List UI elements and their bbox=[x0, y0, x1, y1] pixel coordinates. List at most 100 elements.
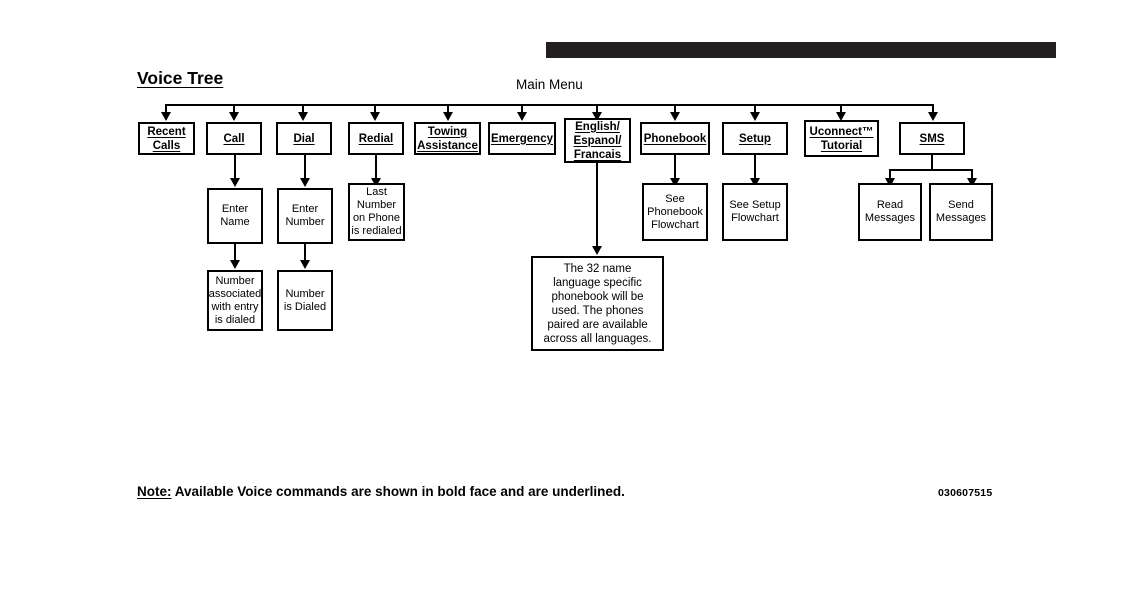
connector-sms-to-send-messages bbox=[971, 169, 973, 180]
node-dial[interactable]: Dial bbox=[276, 122, 332, 155]
page-title: Voice Tree bbox=[137, 68, 224, 88]
arrowhead-number-is-dialed bbox=[300, 260, 310, 269]
node-enter-name[interactable]: Enter Name bbox=[207, 188, 263, 244]
connector-setup-to-flowchart bbox=[754, 155, 756, 180]
node-enter-number[interactable]: Enter Number bbox=[277, 188, 333, 244]
node-setup-label: Setup bbox=[739, 132, 771, 145]
node-language-line-3: Francais bbox=[573, 148, 622, 161]
node-recent-calls-line-2: Calls bbox=[152, 139, 181, 152]
arrowhead-recent-calls bbox=[161, 112, 171, 121]
node-enter-name-line-2: Name bbox=[220, 216, 250, 228]
connector-to-recent-calls bbox=[165, 104, 167, 114]
footer-note: Note: Available Voice commands are shown… bbox=[137, 484, 625, 499]
node-language-line-2: Espanol/ bbox=[573, 134, 622, 147]
node-send-messages-line-2: Messages bbox=[935, 212, 987, 224]
connector-sms-to-read-messages bbox=[889, 169, 891, 180]
connector-sms-bus bbox=[889, 169, 973, 171]
node-see-phonebook-flowchart-line-2: Phonebook bbox=[647, 205, 703, 218]
connector-language-to-note bbox=[596, 163, 598, 248]
arrowhead-call bbox=[229, 112, 239, 121]
node-phonebook[interactable]: Phonebook bbox=[640, 122, 710, 155]
connector-to-emergency bbox=[521, 104, 523, 114]
node-redial[interactable]: Redial bbox=[348, 122, 404, 155]
node-call-label: Call bbox=[223, 132, 245, 145]
node-enter-number-line-1: Enter bbox=[291, 203, 319, 215]
node-last-number-redialed-line-1: Last bbox=[366, 186, 387, 198]
connector-to-phonebook bbox=[674, 104, 676, 114]
connector-sms-stem bbox=[931, 155, 933, 170]
node-language-note-text: The 32 name language specific phonebook … bbox=[543, 262, 652, 345]
node-see-phonebook-flowchart-line-1: See bbox=[665, 192, 685, 205]
connector-to-call bbox=[233, 104, 235, 114]
node-sms-label: SMS bbox=[919, 132, 945, 145]
connector-to-sms bbox=[932, 104, 934, 114]
connector-to-setup bbox=[754, 104, 756, 114]
connector-enter-number-to-number-dialed bbox=[304, 244, 306, 262]
node-recent-calls[interactable]: Recent Calls bbox=[138, 122, 195, 155]
arrowhead-enter-number bbox=[300, 178, 310, 187]
root-bus-line bbox=[165, 104, 933, 106]
node-language-line-1: English/ bbox=[575, 120, 620, 133]
header-black-bar bbox=[546, 42, 1056, 58]
node-number-associated-dialed-line-4: is dialed bbox=[214, 313, 256, 326]
node-recent-calls-line-1: Recent bbox=[147, 125, 186, 138]
node-last-number-redialed[interactable]: Last Number on Phone is redialed bbox=[348, 183, 405, 241]
connector-to-uconnect-tutorial bbox=[840, 104, 842, 114]
connector-call-to-enter-name bbox=[234, 155, 236, 180]
node-towing-assistance[interactable]: Towing Assistance bbox=[414, 122, 481, 155]
node-number-associated-dialed-line-2: associated bbox=[208, 287, 262, 300]
footer-note-text: Available Voice commands are shown in bo… bbox=[171, 484, 625, 499]
arrowhead-uconnect-tutorial bbox=[836, 112, 846, 121]
node-language-note[interactable]: The 32 name language specific phonebook … bbox=[531, 256, 664, 351]
arrowhead-number-associated-dialed bbox=[230, 260, 240, 269]
node-towing-assistance-line-2: Assistance bbox=[417, 139, 478, 152]
main-menu-label: Main Menu bbox=[516, 77, 583, 92]
node-enter-number-line-2: Number bbox=[285, 216, 325, 228]
node-send-messages-line-1: Send bbox=[948, 199, 974, 211]
arrowhead-emergency bbox=[517, 112, 527, 121]
arrowhead-language bbox=[592, 112, 602, 121]
arrowhead-phonebook bbox=[670, 112, 680, 121]
node-number-associated-dialed[interactable]: Number associated with entry is dialed bbox=[207, 270, 263, 331]
node-last-number-redialed-line-3: on Phone bbox=[352, 212, 401, 224]
connector-to-language bbox=[596, 104, 598, 114]
node-see-setup-flowchart[interactable]: See Setup Flowchart bbox=[722, 183, 788, 241]
connector-enter-name-to-number-associated bbox=[234, 244, 236, 262]
arrowhead-setup bbox=[750, 112, 760, 121]
connector-to-dial bbox=[302, 104, 304, 114]
node-number-associated-dialed-line-1: Number bbox=[215, 274, 255, 287]
node-emergency-label: Emergency bbox=[490, 132, 553, 145]
node-see-phonebook-flowchart[interactable]: See Phonebook Flowchart bbox=[642, 183, 708, 241]
connector-to-redial bbox=[374, 104, 376, 114]
footer-note-prefix: Note: bbox=[137, 484, 172, 499]
node-see-phonebook-flowchart-line-3: Flowchart bbox=[651, 218, 699, 231]
node-language[interactable]: English/ Espanol/ Francais bbox=[564, 118, 631, 163]
node-dial-label: Dial bbox=[293, 132, 315, 145]
arrowhead-enter-name bbox=[230, 178, 240, 187]
node-number-is-dialed[interactable]: Number is Dialed bbox=[277, 270, 333, 331]
node-uconnect-tutorial-line-2: Tutorial bbox=[820, 139, 863, 152]
connector-redial-to-last-number bbox=[375, 155, 377, 180]
connector-to-towing-assistance bbox=[447, 104, 449, 114]
arrowhead-see-phonebook-flowchart bbox=[670, 178, 680, 187]
node-phonebook-label: Phonebook bbox=[643, 132, 707, 145]
node-see-setup-flowchart-line-2: Flowchart bbox=[731, 212, 779, 224]
arrowhead-dial bbox=[298, 112, 308, 121]
node-uconnect-tutorial-line-1: Uconnect™ bbox=[809, 125, 874, 138]
connector-phonebook-to-flowchart bbox=[674, 155, 676, 180]
node-uconnect-tutorial[interactable]: Uconnect™ Tutorial bbox=[804, 120, 879, 157]
node-last-number-redialed-line-2: Number bbox=[356, 199, 397, 211]
node-read-messages-line-2: Messages bbox=[864, 212, 916, 224]
arrowhead-see-setup-flowchart bbox=[750, 178, 760, 187]
node-send-messages[interactable]: Send Messages bbox=[929, 183, 993, 241]
node-call[interactable]: Call bbox=[206, 122, 262, 155]
node-emergency[interactable]: Emergency bbox=[488, 122, 556, 155]
node-redial-label: Redial bbox=[358, 132, 394, 145]
node-read-messages[interactable]: Read Messages bbox=[858, 183, 922, 241]
node-sms[interactable]: SMS bbox=[899, 122, 965, 155]
node-number-is-dialed-line-2: is Dialed bbox=[283, 300, 327, 313]
arrowhead-language-note bbox=[592, 246, 602, 255]
arrowhead-send-messages bbox=[967, 178, 977, 187]
node-setup[interactable]: Setup bbox=[722, 122, 788, 155]
node-number-associated-dialed-line-3: with entry bbox=[211, 300, 259, 313]
